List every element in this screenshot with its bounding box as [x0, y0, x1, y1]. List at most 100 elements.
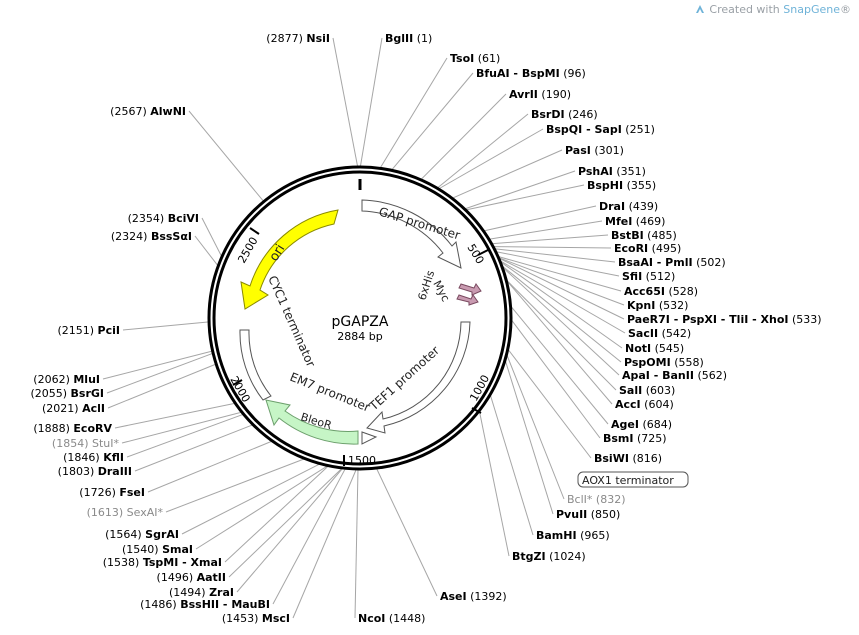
site-leader-line	[147, 440, 273, 493]
feature-tef1-promoter	[366, 321, 471, 434]
site-position: (1846)	[63, 451, 100, 464]
site-name: AatII	[197, 571, 226, 584]
site-name: AvrII	[509, 88, 538, 101]
site-label-paer7i-pspxi-tlii-xhoi: PaeR7I - PspXI - TliI - XhoI (533)	[627, 313, 822, 326]
site-leader-line	[379, 57, 448, 169]
site-leader-line	[121, 411, 243, 444]
feature-ori	[240, 209, 339, 310]
site-leader-line	[292, 468, 357, 619]
site-leader-line	[194, 235, 219, 267]
tick-mark-1000	[471, 407, 482, 414]
site-label-sfii: SfiI (512)	[622, 270, 675, 283]
site-leader-line	[488, 220, 603, 240]
site-position: (2062)	[33, 373, 70, 386]
site-name: SgrAI	[145, 528, 179, 541]
site-label-bsphi: BspHI (355)	[587, 179, 656, 192]
site-name: KflI	[103, 451, 124, 464]
site-name: MluI	[73, 373, 100, 386]
site-leader-line	[420, 93, 507, 181]
site-position: (1448)	[389, 612, 426, 625]
site-label-fsei: (1726) FseI	[79, 486, 145, 499]
site-position: (558)	[674, 356, 704, 369]
site-position: (190)	[541, 88, 571, 101]
site-label-mlui: (2062) MluI	[33, 373, 100, 386]
site-label-bfuai-bspmi: BfuAI - BspMI (96)	[476, 67, 586, 80]
site-position: (439)	[629, 200, 659, 213]
site-name: AclI	[82, 402, 105, 415]
site-position: (2877)	[266, 32, 303, 45]
site-label-tspmi-xmai: (1538) TspMI - XmaI	[103, 556, 222, 569]
site-name: PasI	[565, 144, 591, 157]
site-leader-line	[501, 265, 622, 363]
site-label-pshai: PshAI (351)	[578, 165, 646, 178]
site-label-ncoi: NcoI (1448)	[358, 612, 425, 625]
site-name: AseI	[440, 590, 467, 603]
site-leader-line	[224, 465, 329, 563]
site-position: (562)	[697, 369, 727, 382]
label-gap-promoter: GAP promoter	[377, 204, 462, 242]
site-name: PaeR7I - PspXI - TliI - XhoI	[627, 313, 789, 326]
site-name: BsiWI	[594, 452, 629, 465]
site-label-kpni: KpnI (532)	[627, 299, 688, 312]
site-name: AlwNI	[150, 105, 186, 118]
label-aox1-terminator: AOX1 terminator	[582, 474, 674, 487]
site-leader-line	[236, 467, 344, 593]
site-label-ecorv: (1888) EcoRV	[33, 422, 112, 435]
site-label-mfei: MfeI (469)	[605, 215, 665, 228]
site-name: DraI	[599, 200, 625, 213]
site-name: BamHI	[536, 529, 577, 542]
site-leader-line	[272, 468, 346, 605]
site-name: BsrGI	[71, 387, 104, 400]
site-label-asei: AseI (1392)	[440, 590, 507, 603]
site-label-acli: (2021) AclI	[42, 402, 105, 415]
site-name: BstBI	[611, 229, 644, 242]
tick-mark-2500	[249, 227, 260, 235]
site-name: PshAI	[578, 165, 613, 178]
site-name: Acc65I	[624, 285, 665, 298]
site-position: (604)	[644, 398, 674, 411]
site-position: (965)	[580, 529, 610, 542]
site-leader-line	[506, 354, 565, 500]
site-position: (725)	[637, 432, 667, 445]
site-name: BspQI - SapI	[546, 123, 622, 136]
site-leader-line	[504, 359, 554, 515]
site-label-sacii: SacII (542)	[628, 327, 691, 340]
site-label-sali: SalI (603)	[619, 384, 675, 397]
site-position: (1726)	[79, 486, 116, 499]
site-name: EcoRI	[614, 242, 648, 255]
site-leader-line	[438, 128, 544, 190]
site-label-tsoi: TsoI (61)	[450, 52, 500, 65]
site-label-zrai: (1494) ZraI	[169, 586, 234, 599]
site-position: (251)	[625, 123, 655, 136]
site-label-draiii: (1803) DraIII	[58, 465, 132, 478]
site-name: EcoRV	[73, 422, 112, 435]
site-label-acci: AccI (604)	[615, 398, 674, 411]
site-leader-line	[114, 402, 236, 429]
site-position: (2354)	[128, 212, 165, 225]
site-leader-line	[102, 350, 213, 380]
site-leader-line	[332, 37, 359, 168]
feature-myc	[458, 283, 482, 296]
site-leader-line	[201, 217, 223, 258]
label-em7-promoter: EM7 promoter	[288, 370, 372, 415]
tick-label-2500: 2500	[235, 235, 260, 266]
site-leader-line	[354, 468, 359, 619]
site-name: PspOMI	[624, 356, 671, 369]
site-label-bglii: BglII (1)	[385, 32, 432, 45]
site-leader-line	[505, 279, 617, 391]
site-label-bsiwi: BsiWI (816)	[594, 452, 662, 465]
site-leader-line	[134, 424, 254, 472]
site-position: (545)	[655, 342, 685, 355]
site-name: SalI	[619, 384, 642, 397]
site-leader-line	[375, 467, 438, 597]
site-leader-line	[494, 248, 616, 263]
site-leader-line	[510, 305, 609, 425]
site-label-bsmi: BsmI (725)	[603, 432, 667, 445]
site-name: SacII	[628, 327, 658, 340]
site-name: NsiI	[306, 32, 330, 45]
site-position: (1024)	[549, 550, 586, 563]
site-leader-line	[478, 410, 510, 557]
tick-label-500: 500	[464, 242, 486, 267]
site-name: NcoI	[358, 612, 385, 625]
site-position: (502)	[696, 256, 726, 269]
